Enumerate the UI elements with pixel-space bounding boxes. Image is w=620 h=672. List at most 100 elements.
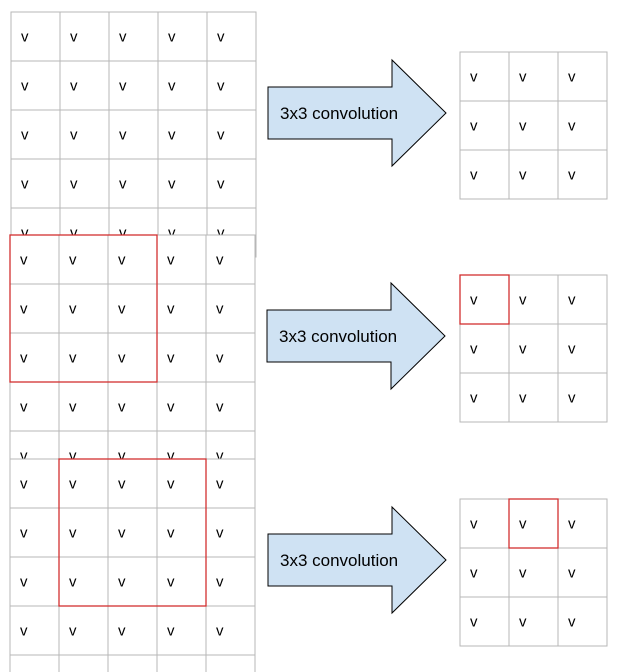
- input-cell-border: [9, 507, 60, 558]
- arrow-label: 3x3 convolution: [280, 104, 398, 123]
- input-cell-border: [58, 332, 109, 383]
- input-cell-value: v: [168, 29, 176, 46]
- output-cell-value: v: [470, 292, 478, 309]
- input-cell-border: [205, 507, 256, 558]
- input-cell-border: [58, 654, 109, 672]
- output-highlight-window: [459, 274, 510, 325]
- input-cell-value: v: [216, 448, 224, 465]
- output-cell: v: [508, 100, 559, 151]
- input-cell-value: v: [167, 399, 175, 416]
- input-cell: v: [206, 60, 257, 111]
- input-cell-border: [205, 283, 256, 334]
- input-cell-border: [205, 605, 256, 656]
- input-cell: v: [206, 11, 257, 62]
- right-arrow-icon: [266, 281, 446, 391]
- output-cell-border: [557, 596, 608, 647]
- output-cell: v: [557, 274, 608, 325]
- input-cell-value: v: [69, 525, 77, 542]
- input-cell: v: [157, 158, 208, 209]
- input-cell: v: [107, 381, 158, 432]
- input-cell-value: v: [70, 225, 78, 242]
- input-cell-border: [205, 332, 256, 383]
- input-cell-border: [156, 332, 207, 383]
- output-cell: v: [459, 547, 510, 598]
- input-cell: v: [108, 109, 159, 160]
- input-cell-border: [205, 556, 256, 607]
- input-cell: v: [205, 458, 256, 509]
- output-cell-border: [459, 149, 510, 200]
- output-cell: v: [459, 323, 510, 374]
- output-cell-border: [557, 498, 608, 549]
- input-cell-border: [10, 11, 61, 62]
- input-cell-value: v: [217, 225, 225, 242]
- input-cell-border: [206, 158, 257, 209]
- input-cell: v: [205, 507, 256, 558]
- input-cell-value: v: [217, 127, 225, 144]
- input-cell-border: [107, 507, 158, 558]
- input-cell-border: [10, 158, 61, 209]
- output-cell-border: [459, 498, 510, 549]
- input-cell-border: [58, 458, 109, 509]
- output-cell-value: v: [519, 614, 527, 631]
- output-cell-value: v: [470, 614, 478, 631]
- input-cell: v: [205, 556, 256, 607]
- output-cell-value: v: [470, 390, 478, 407]
- output-cell: v: [508, 372, 559, 423]
- input-cell-value: v: [20, 399, 28, 416]
- input-cell: v: [9, 556, 60, 607]
- input-cell-value: v: [118, 399, 126, 416]
- input-cell-border: [157, 11, 208, 62]
- output-cell-value: v: [568, 341, 576, 358]
- input-cell: v: [107, 234, 158, 285]
- input-cell: v: [9, 381, 60, 432]
- output-cell: v: [557, 498, 608, 549]
- output-cell: v: [557, 149, 608, 200]
- input-cell: v: [9, 654, 60, 672]
- output-cell: v: [557, 100, 608, 151]
- output-cell-value: v: [470, 167, 478, 184]
- input-cell-border: [156, 556, 207, 607]
- input-cell: v: [156, 654, 207, 672]
- output-cell-value: v: [519, 167, 527, 184]
- input-cell-value: v: [167, 476, 175, 493]
- input-highlight-window: [58, 458, 207, 607]
- input-cell: v: [10, 11, 61, 62]
- output-cell-border: [557, 274, 608, 325]
- input-cell: v: [58, 381, 109, 432]
- input-cell-value: v: [119, 78, 127, 95]
- input-cell-value: v: [20, 476, 28, 493]
- input-cell-value: v: [69, 350, 77, 367]
- input-cell-border: [156, 654, 207, 672]
- arrow-label: 3x3 convolution: [279, 327, 397, 346]
- input-cell: v: [205, 381, 256, 432]
- output-cell-border: [508, 323, 559, 374]
- input-cell-border: [206, 11, 257, 62]
- input-cell-border: [58, 283, 109, 334]
- output-cell-border: [459, 274, 510, 325]
- input-cell-border: [156, 381, 207, 432]
- input-cell-value: v: [70, 78, 78, 95]
- input-cell-value: v: [69, 252, 77, 269]
- input-cell-value: v: [70, 127, 78, 144]
- output-cell: v: [459, 100, 510, 151]
- input-cell-value: v: [118, 301, 126, 318]
- input-cell: v: [205, 283, 256, 334]
- input-cell-border: [9, 654, 60, 672]
- output-cell: v: [459, 596, 510, 647]
- input-cell-border: [58, 556, 109, 607]
- input-cell-border: [205, 381, 256, 432]
- input-cell-value: v: [20, 252, 28, 269]
- output-cell: v: [508, 547, 559, 598]
- input-cell: v: [156, 283, 207, 334]
- input-cell-border: [107, 605, 158, 656]
- output-cell: v: [557, 547, 608, 598]
- input-cell: v: [156, 556, 207, 607]
- output-cell: v: [508, 498, 559, 549]
- input-cell-value: v: [21, 176, 29, 193]
- output-cell-value: v: [519, 118, 527, 135]
- input-cell: v: [9, 332, 60, 383]
